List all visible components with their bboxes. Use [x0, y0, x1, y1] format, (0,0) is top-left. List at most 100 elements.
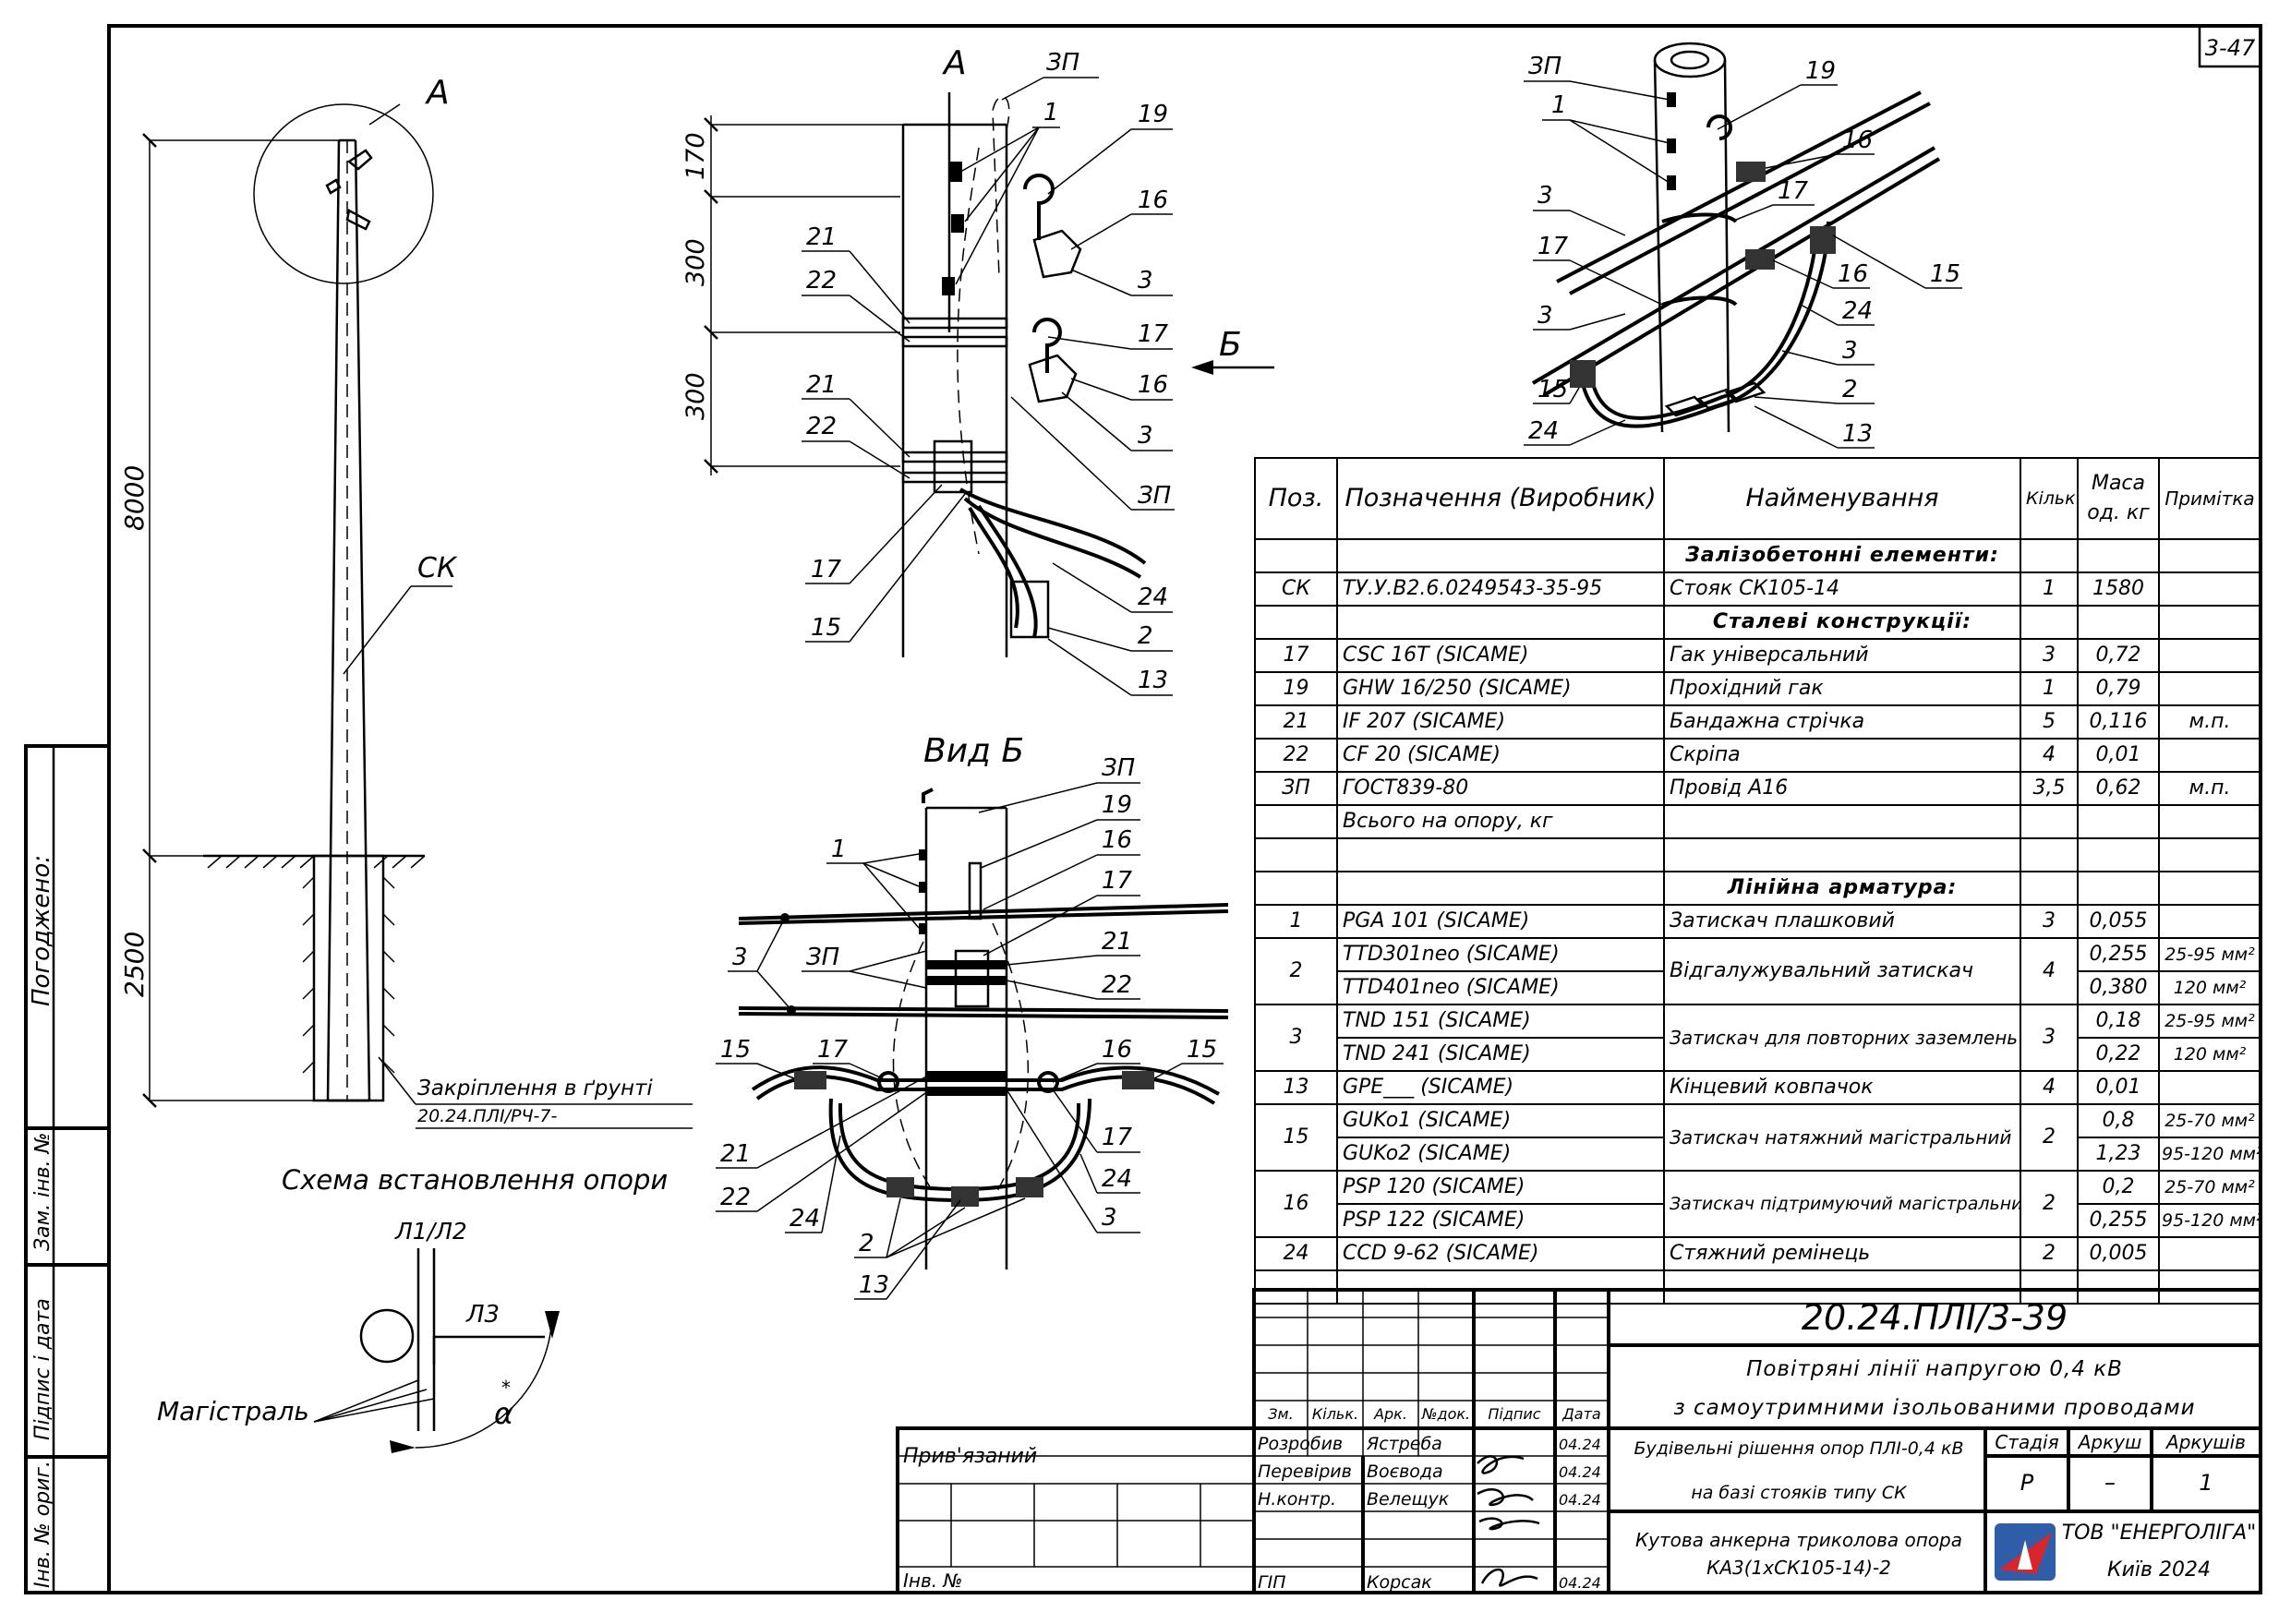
callout-22-a2: 22	[806, 413, 837, 440]
cell-qty: 3	[2020, 1004, 2079, 1072]
cell-note: 95-120 мм²	[2158, 1137, 2261, 1172]
header-note: Примітка	[2158, 457, 2261, 540]
col-header-sheet: Арк.	[1374, 1405, 1407, 1423]
table-row: 2 TTD301neo (SICAME) Відгалужувальний за…	[1254, 937, 2261, 1005]
col-header-qty: Кільк.	[1311, 1405, 1359, 1423]
callout-2-a: 2	[1138, 622, 1153, 650]
cell-pos: 19	[1254, 671, 1338, 706]
alpha-label: α	[494, 1396, 513, 1431]
cell-name: Затискач підтримуючий магістральний	[1663, 1170, 2021, 1238]
inv-no-label: Інв. №	[903, 1570, 963, 1592]
table-row: 13 GPE___ (SICAME) Кінцевий ковпачок 4 0…	[1254, 1070, 2261, 1105]
view-a-detail: А 170 300 300	[681, 44, 1147, 657]
callout-15-i2: 15	[1930, 260, 1960, 288]
name-checker: Воєвода	[1367, 1462, 1443, 1482]
cell-pos: 24	[1254, 1236, 1338, 1271]
callout-24-b2: 24	[790, 1205, 820, 1233]
col-header-sign: Підпис	[1488, 1405, 1541, 1423]
cell-qty: 4	[2020, 937, 2079, 1005]
signatures	[1477, 1455, 1540, 1587]
cell-mass: 0,055	[2077, 904, 2160, 939]
cell-code: GUKo2 (SICAME)	[1336, 1137, 1665, 1172]
callout-16-i2: 16	[1838, 260, 1868, 288]
cell-qty: 2	[2020, 1103, 2079, 1172]
cell-mass: 0,005	[2077, 1236, 2160, 1271]
table-row	[1254, 837, 2261, 872]
callout-3-b2: 3	[732, 944, 748, 971]
detail-a-label: А	[425, 74, 450, 112]
cell-mass: 0,2	[2077, 1170, 2160, 1205]
cell-qty: 2	[2020, 1236, 2079, 1271]
callout-3-i3: 3	[1842, 337, 1858, 365]
cell-code: PSP 122 (SICAME)	[1336, 1203, 1665, 1238]
callout-3-i: 3	[1537, 182, 1553, 210]
table-row: Лінійна арматура:	[1254, 871, 2261, 906]
cell-mass: 0,72	[2077, 638, 2160, 673]
main-line-label: Магістраль	[157, 1396, 309, 1426]
name-norm-control: Велещук	[1367, 1489, 1450, 1510]
role-norm-control: Н.контр.	[1258, 1489, 1337, 1510]
cell-code: GHW 16/250 (SICAME)	[1336, 671, 1665, 706]
table-row: TTD401neo (SICAME) 0,380 120 мм²	[1255, 970, 2261, 1005]
cell-qty: 3,5	[2020, 771, 2079, 806]
callout-zp-b: ЗП	[1102, 754, 1135, 782]
cell-note	[2158, 1236, 2261, 1271]
table-row: Всього на опору, кг	[1254, 804, 2261, 839]
view-b-callouts: ЗП 19 16 17 21 22 16 17 24 3 15 1 3 ЗП 1…	[716, 754, 1224, 1300]
side-stamp: Погоджено: Зам. інв. № Підпис і дата Інв…	[24, 744, 111, 1594]
callout-16-i: 16	[1842, 126, 1873, 154]
cell-name: Гак універсальний	[1663, 638, 2021, 673]
cell-pos: 1	[1254, 904, 1338, 939]
cell-qty: 1	[2020, 671, 2079, 706]
cell-pos: СК	[1254, 571, 1338, 607]
cell-name: Прохідний гак	[1663, 671, 2021, 706]
callout-17-i2: 17	[1537, 233, 1569, 260]
cell-qty: 1	[2020, 571, 2079, 607]
callout-15-b: 15	[1187, 1036, 1217, 1064]
cell-pos: ЗП	[1254, 771, 1338, 806]
cell-name: Стояк СК105-14	[1663, 571, 2021, 607]
header-pos: Поз.	[1254, 457, 1338, 540]
cell-name: Скріпа	[1663, 738, 2021, 773]
dim-300-a: 300	[681, 238, 710, 286]
scheme-title: Схема встановлення опори	[282, 1164, 668, 1196]
dim-height-above: 8000	[119, 465, 150, 531]
dim-300-b: 300	[681, 372, 710, 420]
role-chief-engineer: ГІП	[1258, 1572, 1286, 1593]
cell-pos: 21	[1254, 704, 1338, 740]
header-name: Найменування	[1663, 457, 2021, 540]
cell-mass: 0,62	[2077, 771, 2160, 806]
callout-16-b2: 16	[1102, 1036, 1132, 1064]
dim-170: 170	[681, 132, 710, 180]
bound-label: Прив'язаний	[903, 1445, 1038, 1468]
callout-16-a2: 16	[1138, 371, 1168, 399]
section-concrete: Залізобетонні елементи:	[1663, 538, 2021, 573]
project-line-1: Повітряні лінії напругою 0,4 кВ	[1746, 1357, 2123, 1381]
cell-code: TND 241 (SICAME)	[1336, 1037, 1665, 1072]
col-header-date: Дата	[1562, 1405, 1601, 1423]
date-norm-control: 04.24	[1559, 1491, 1601, 1509]
sheet-label: 3-47	[2205, 35, 2256, 61]
cell-pos: 2	[1254, 937, 1338, 1005]
cell-code: CCD 9-62 (SICAME)	[1336, 1236, 1665, 1271]
cell-name: Провід А16	[1663, 771, 2021, 806]
doc-code: 20.24.ПЛІ/3-39	[1801, 1297, 2068, 1338]
table-row: СК ТУ.У.В2.6.0249543-35-95 Стояк СК105-1…	[1254, 571, 2261, 607]
col-header-docno: №док.	[1421, 1405, 1471, 1423]
scheme-plan: Схема встановлення опори Л1/Л2 Л3 α * Ма…	[157, 1164, 668, 1453]
cell-mass: 1,23	[2077, 1137, 2160, 1172]
callout-16-a: 16	[1138, 186, 1168, 214]
callout-2-i: 2	[1842, 376, 1858, 403]
table-row: 1 PGA 101 (SICAME) Затискач плашковий 3 …	[1254, 904, 2261, 939]
cell-code: PGA 101 (SICAME)	[1336, 904, 1665, 939]
sheet-value: –	[2104, 1470, 2116, 1496]
table-row: TND 241 (SICAME) 0,22 120 мм²	[1255, 1037, 2261, 1072]
cell-pos: 17	[1254, 638, 1338, 673]
cell-mass: 0,116	[2077, 704, 2160, 740]
cell-qty: 4	[2020, 738, 2079, 773]
table-row: 24 CCD 9-62 (SICAME) Стяжний ремінець 2 …	[1254, 1236, 2261, 1271]
callout-22-a: 22	[806, 267, 837, 295]
table-row: 21 IF 207 (SICAME) Бандажна стрічка 5 0,…	[1254, 704, 2261, 740]
callout-1-i: 1	[1551, 91, 1567, 119]
